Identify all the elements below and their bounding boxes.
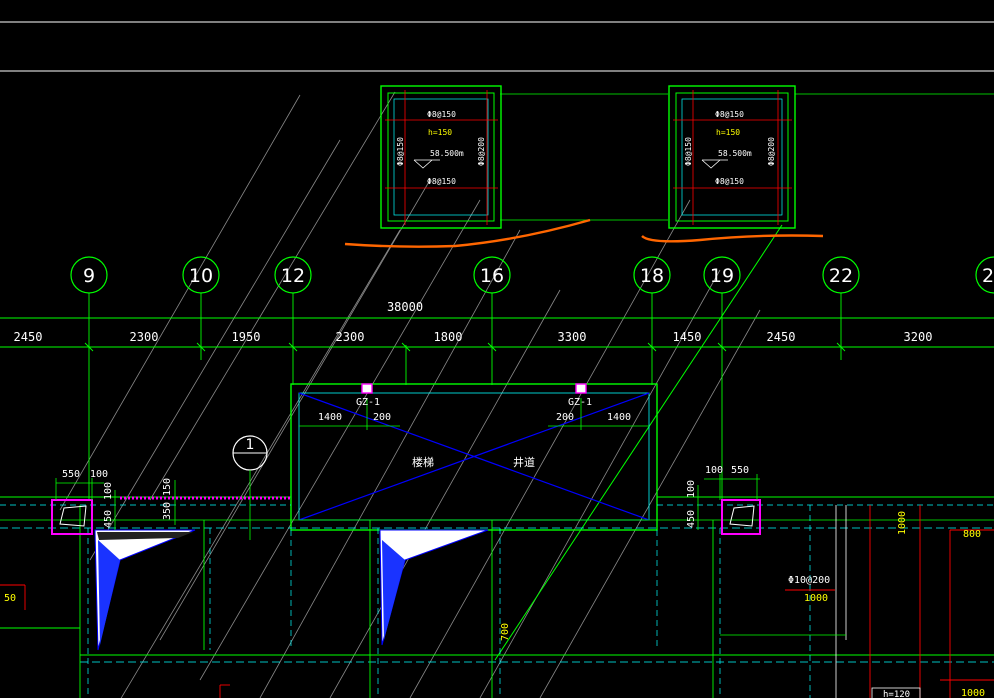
revision-markup-stroke: [641, 234, 824, 243]
detail-2-rebar-bottom: Φ8@150: [715, 177, 744, 186]
axis-label: 9: [83, 265, 95, 287]
room-label: 楼梯: [412, 455, 434, 469]
axis-label: 19: [710, 265, 734, 287]
detail-1-elevation: 58.500m: [430, 149, 464, 158]
dimension-label: 450: [103, 510, 114, 528]
detail-grid-lines: [500, 93, 994, 221]
dimension-label: 700: [500, 623, 511, 641]
dimension-segment: 2300: [130, 330, 159, 344]
viewport-frame: [0, 21, 994, 72]
axis-label: 18: [640, 265, 664, 287]
dimension-label: 800: [963, 529, 981, 540]
overall-dimension: 38000: [387, 300, 423, 314]
dimension-segment: 2450: [767, 330, 796, 344]
rebar-label: Φ10@200: [788, 575, 830, 586]
dimension-label: 50: [4, 593, 16, 604]
column-label: GZ-1: [356, 397, 380, 408]
column-label: GZ-1: [568, 397, 592, 408]
section-mark-number: 1: [246, 437, 255, 453]
detail-box-1[interactable]: Φ8@150 h=150 58.500m Φ8@150 Φ8@150 Φ8@20…: [380, 85, 502, 229]
dimension-label: 1000: [961, 688, 985, 698]
right-rebar-labels: Φ10@200 1000 1000 800 700 50 1000 h=120: [4, 511, 985, 698]
column-marker: [575, 383, 587, 394]
axis-label: 22: [829, 265, 853, 287]
dimension-label: 100: [90, 469, 108, 480]
dimension-label: 550: [62, 469, 80, 480]
axis-label: 16: [480, 265, 504, 287]
right-rebar-zone: [0, 505, 994, 698]
detail-box-2[interactable]: Φ8@150 h=150 58.500m Φ8@150 Φ8@150 Φ8@20…: [668, 85, 796, 229]
detail-1-rebar-right: Φ8@200: [477, 137, 486, 166]
dimension-label: 100: [103, 482, 114, 500]
level-symbol-icon: [413, 159, 440, 169]
dimension-label: 350: [162, 502, 173, 520]
detail-1-rebar-bottom: Φ8@150: [427, 177, 456, 186]
axis-label: 2: [982, 265, 994, 287]
dimension-segment: 3300: [558, 330, 587, 344]
dimension-label: 200: [556, 412, 574, 423]
level-symbol-icon: [701, 159, 728, 169]
dimension-label: 150: [162, 478, 173, 496]
stair-shaft-enclosure[interactable]: [290, 383, 658, 531]
column-sections: [51, 499, 761, 535]
detail-2-rebar-right: Φ8@200: [767, 137, 776, 166]
wall-dimension-labels: 550 100 100 550 100 150 450 350 100 450: [62, 465, 749, 528]
column-marker: [361, 383, 373, 394]
detail-2-rebar-left: Φ8@150: [684, 137, 693, 166]
detail-2-elevation: 58.500m: [718, 149, 752, 158]
dimension-label: 100: [686, 480, 697, 498]
detail-1-thickness: h=150: [428, 128, 452, 137]
building-walls: [0, 496, 994, 698]
tag-label: h=120: [883, 690, 910, 698]
dimension-label: 100: [705, 465, 723, 476]
dimension-label: 450: [686, 510, 697, 528]
dimension-label: 550: [731, 465, 749, 476]
detail-2-rebar-top: Φ8@150: [715, 110, 744, 119]
axis-grid-lines: [88, 293, 842, 500]
green-diagonal: [494, 224, 783, 661]
room-label: 井道: [513, 455, 535, 469]
revision-markup-stroke: [344, 218, 591, 248]
enclosure-labels: GZ-1 GZ-1 1400 200 200 1400 楼梯 井道: [318, 397, 631, 469]
stair-hatch: [94, 529, 489, 651]
dimension-label: 1400: [607, 412, 631, 423]
dimension-segment: 3200: [904, 330, 933, 344]
axis-bubble-labels: 9 10 12 16 18 19 22 2: [83, 265, 994, 287]
dimension-segment: 2450: [14, 330, 43, 344]
dimension-label: 200: [373, 412, 391, 423]
axis-label: 12: [281, 265, 305, 287]
wall-dimension-ticks: [55, 474, 760, 530]
dimension-segment: 1450: [673, 330, 702, 344]
dimension-label: 1000: [804, 593, 828, 604]
detail-1-rebar-left: Φ8@150: [396, 137, 405, 166]
dimension-lines: [0, 317, 994, 352]
axis-label: 10: [189, 265, 213, 287]
dimension-segments: 2450 2300 1950 2300 1800 3300 1450 2450 …: [14, 330, 933, 344]
dimension-segment: 2300: [336, 330, 365, 344]
dimension-label: 1000: [897, 511, 908, 535]
detail-2-thickness: h=150: [716, 128, 740, 137]
section-mark: 1: [232, 435, 268, 540]
diagonal-guide-lines: [59, 91, 761, 698]
tag-box: [871, 687, 921, 698]
dimension-segment: 1800: [434, 330, 463, 344]
dimension-segment: 1950: [232, 330, 261, 344]
detail-1-rebar-top: Φ8@150: [427, 110, 456, 119]
dimension-label: 1400: [318, 412, 342, 423]
